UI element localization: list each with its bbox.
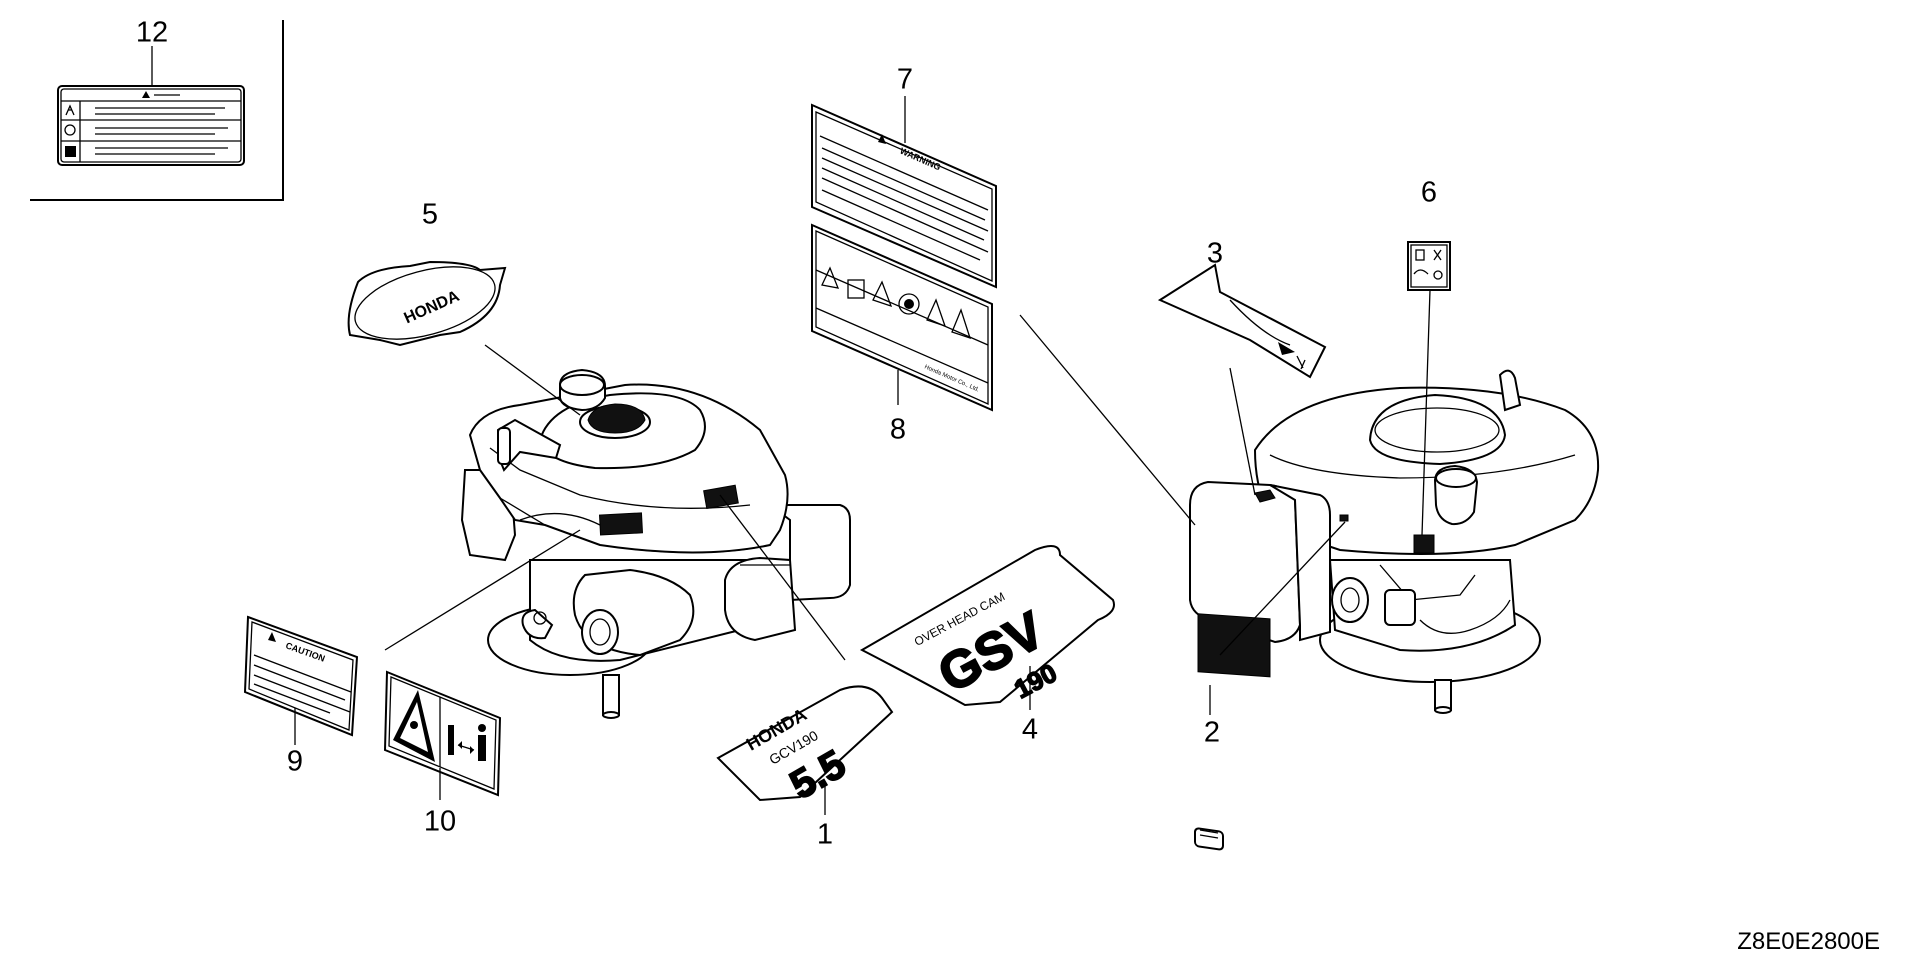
leader-1-4-to-engine — [719, 494, 846, 661]
engine-right — [1189, 369, 1600, 714]
callout-8[interactable]: 8 — [889, 413, 907, 446]
engine-left — [460, 368, 851, 719]
inset-frame — [30, 20, 284, 201]
callout-1[interactable]: 1 — [816, 818, 834, 851]
warning-label[interactable]: WARNING — [811, 103, 997, 289]
emission-label[interactable] — [57, 85, 245, 166]
choke-label[interactable] — [1407, 241, 1451, 291]
caution-label[interactable]: CAUTION — [243, 615, 359, 737]
diagram-code: Z8E0E2800E — [1737, 928, 1880, 955]
callout-5[interactable]: 5 — [421, 198, 439, 231]
small-label[interactable] — [1194, 827, 1224, 851]
leader-3 — [1229, 367, 1256, 496]
mark-gcv190-5.5[interactable]: HONDA GCV190 5.5 — [716, 685, 894, 809]
arrow-label[interactable] — [1157, 263, 1327, 379]
leader-7-8-to-engine — [1019, 314, 1196, 526]
callout-3[interactable]: 3 — [1206, 237, 1224, 270]
leader-2-to-engine — [1219, 521, 1346, 656]
callout-9[interactable]: 9 — [286, 745, 304, 778]
callout-6[interactable]: 6 — [1420, 176, 1438, 209]
leader-6 — [1421, 289, 1431, 536]
safety-symbol-label[interactable] — [383, 670, 502, 797]
leader-9-10-to-engine — [384, 529, 581, 651]
callout-10[interactable]: 10 — [423, 805, 457, 838]
mark-gsv190[interactable]: OVER HEAD CAM GSV 190 — [859, 545, 1115, 707]
honda-emblem[interactable]: HONDA — [347, 253, 507, 352]
leader-5 — [484, 344, 581, 416]
callout-4[interactable]: 4 — [1021, 713, 1039, 746]
callout-2[interactable]: 2 — [1203, 716, 1221, 749]
symbol-warning-label[interactable]: Honda Motor Co., Ltd. — [811, 223, 993, 412]
callout-12[interactable]: 12 — [135, 16, 169, 49]
callout-7[interactable]: 7 — [896, 63, 914, 96]
